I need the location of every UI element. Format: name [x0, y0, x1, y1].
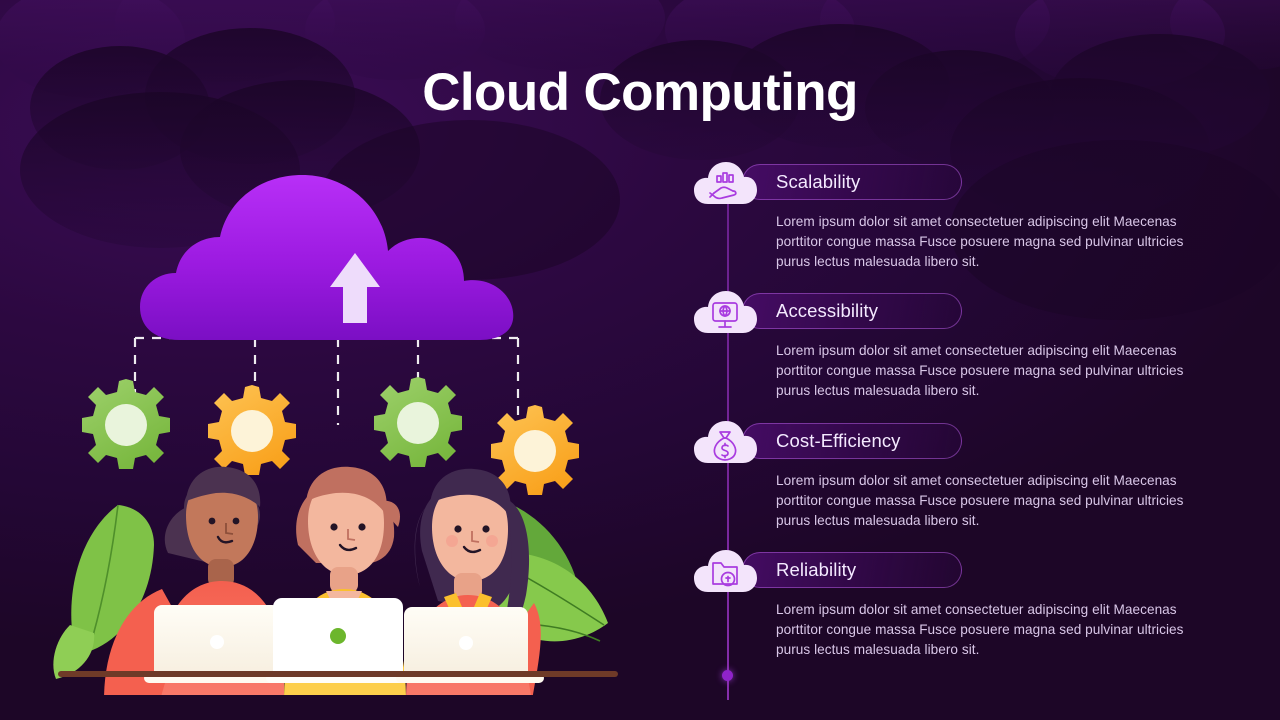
feature-description: Lorem ipsum dolor sit amet consectetuer …	[776, 473, 1184, 529]
monitor-globe-icon	[694, 291, 757, 333]
feature-pill-reliability[interactable]: Reliability	[742, 552, 962, 588]
feature-list: Scalability Lorem ipsum dolor sit amet c…	[692, 160, 1212, 700]
illustration	[40, 155, 640, 700]
desk-surface	[58, 671, 618, 677]
gear-orange-1	[208, 385, 296, 475]
laptop-center	[266, 598, 418, 683]
feature-label: Cost-Efficiency	[776, 430, 901, 451]
feature-description: Lorem ipsum dolor sit amet consectetuer …	[776, 343, 1184, 399]
feature-item-scalability[interactable]: Scalability Lorem ipsum dolor sit amet c…	[692, 160, 1212, 269]
gear-orange-2	[491, 405, 579, 495]
feature-pill-scalability[interactable]: Scalability	[742, 164, 962, 200]
feature-pill-cost-efficiency[interactable]: Cost-Efficiency	[742, 423, 962, 459]
feature-label: Scalability	[776, 171, 861, 192]
page-title: Cloud Computing	[422, 63, 858, 122]
illustration-svg	[53, 175, 618, 700]
timeline-end-dot	[722, 670, 733, 681]
gear-green-1	[82, 379, 170, 469]
hand-growth-chart-icon	[694, 162, 757, 204]
upload-cloud	[140, 175, 514, 340]
gear-green-2	[374, 377, 462, 467]
folder-lock-icon	[694, 550, 757, 592]
feature-item-cost-efficiency[interactable]: Cost-Efficiency Lorem ipsum dolor sit am…	[692, 419, 1212, 528]
feature-pill-accessibility[interactable]: Accessibility	[742, 293, 962, 329]
feature-label: Accessibility	[776, 300, 879, 321]
leaf-left	[53, 504, 154, 679]
money-bag-icon	[694, 421, 757, 463]
feature-item-reliability[interactable]: Reliability Lorem ipsum dolor sit amet c…	[692, 548, 1212, 657]
feature-item-accessibility[interactable]: Accessibility Lorem ipsum dolor sit amet…	[692, 289, 1212, 398]
upload-arrow-icon	[330, 253, 380, 323]
feature-label: Reliability	[776, 559, 857, 580]
feature-description: Lorem ipsum dolor sit amet consectetuer …	[776, 602, 1184, 658]
feature-description: Lorem ipsum dolor sit amet consectetuer …	[776, 214, 1184, 270]
